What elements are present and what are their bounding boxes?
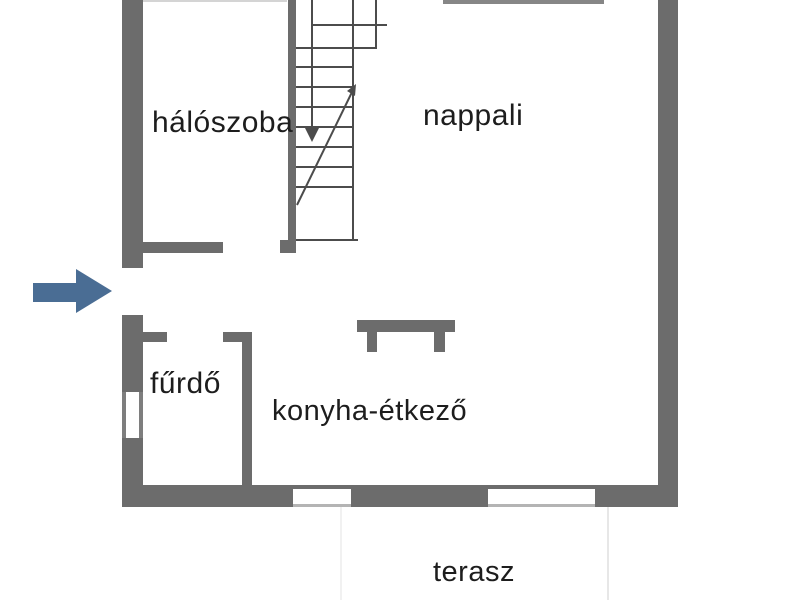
room-label-living-room: nappali	[423, 99, 524, 132]
entry-arrow-head	[76, 269, 112, 313]
terrace-edge-left	[340, 507, 342, 600]
bathroom-window-frame-outer	[122, 392, 126, 438]
wall-top-hint-right	[443, 0, 604, 4]
bathroom-window	[122, 392, 143, 438]
wall-bathroom-north-stub	[223, 332, 252, 342]
room-label-kitchen-dining: konyha-étkező	[272, 395, 468, 427]
terrace-window-large	[488, 489, 595, 504]
wall-top-hint-left	[143, 0, 287, 2]
terrace-window-large-sill	[488, 504, 595, 507]
wall-bedroom-south	[122, 242, 223, 253]
room-label-terrace: terasz	[433, 556, 515, 588]
terrace-window-small	[293, 489, 351, 504]
wall-left-upper	[122, 0, 143, 268]
wall-staircase-foot	[280, 240, 296, 253]
stair-down-arrowhead	[305, 128, 319, 142]
wall-staircase	[288, 0, 296, 253]
room-label-bedroom: hálószoba	[152, 106, 294, 139]
stair-diagonal-arrowhead	[347, 84, 356, 96]
room-label-bathroom: fűrdő	[150, 367, 221, 400]
kitchen-table-leg-right	[434, 332, 445, 352]
wall-right	[658, 0, 678, 507]
stair-diagonal-line	[296, 87, 355, 206]
wall-bathroom-door-stub	[143, 332, 167, 342]
entry-arrow-shaft	[33, 283, 78, 302]
wall-bathroom-east	[242, 332, 252, 486]
kitchen-table-top	[357, 320, 455, 332]
terrace-window-small-sill	[293, 504, 351, 507]
kitchen-table-leg-left	[367, 332, 377, 352]
bathroom-window-frame-inner	[139, 392, 143, 438]
terrace-edge-right	[607, 507, 609, 600]
wall-left-middle	[122, 315, 143, 392]
